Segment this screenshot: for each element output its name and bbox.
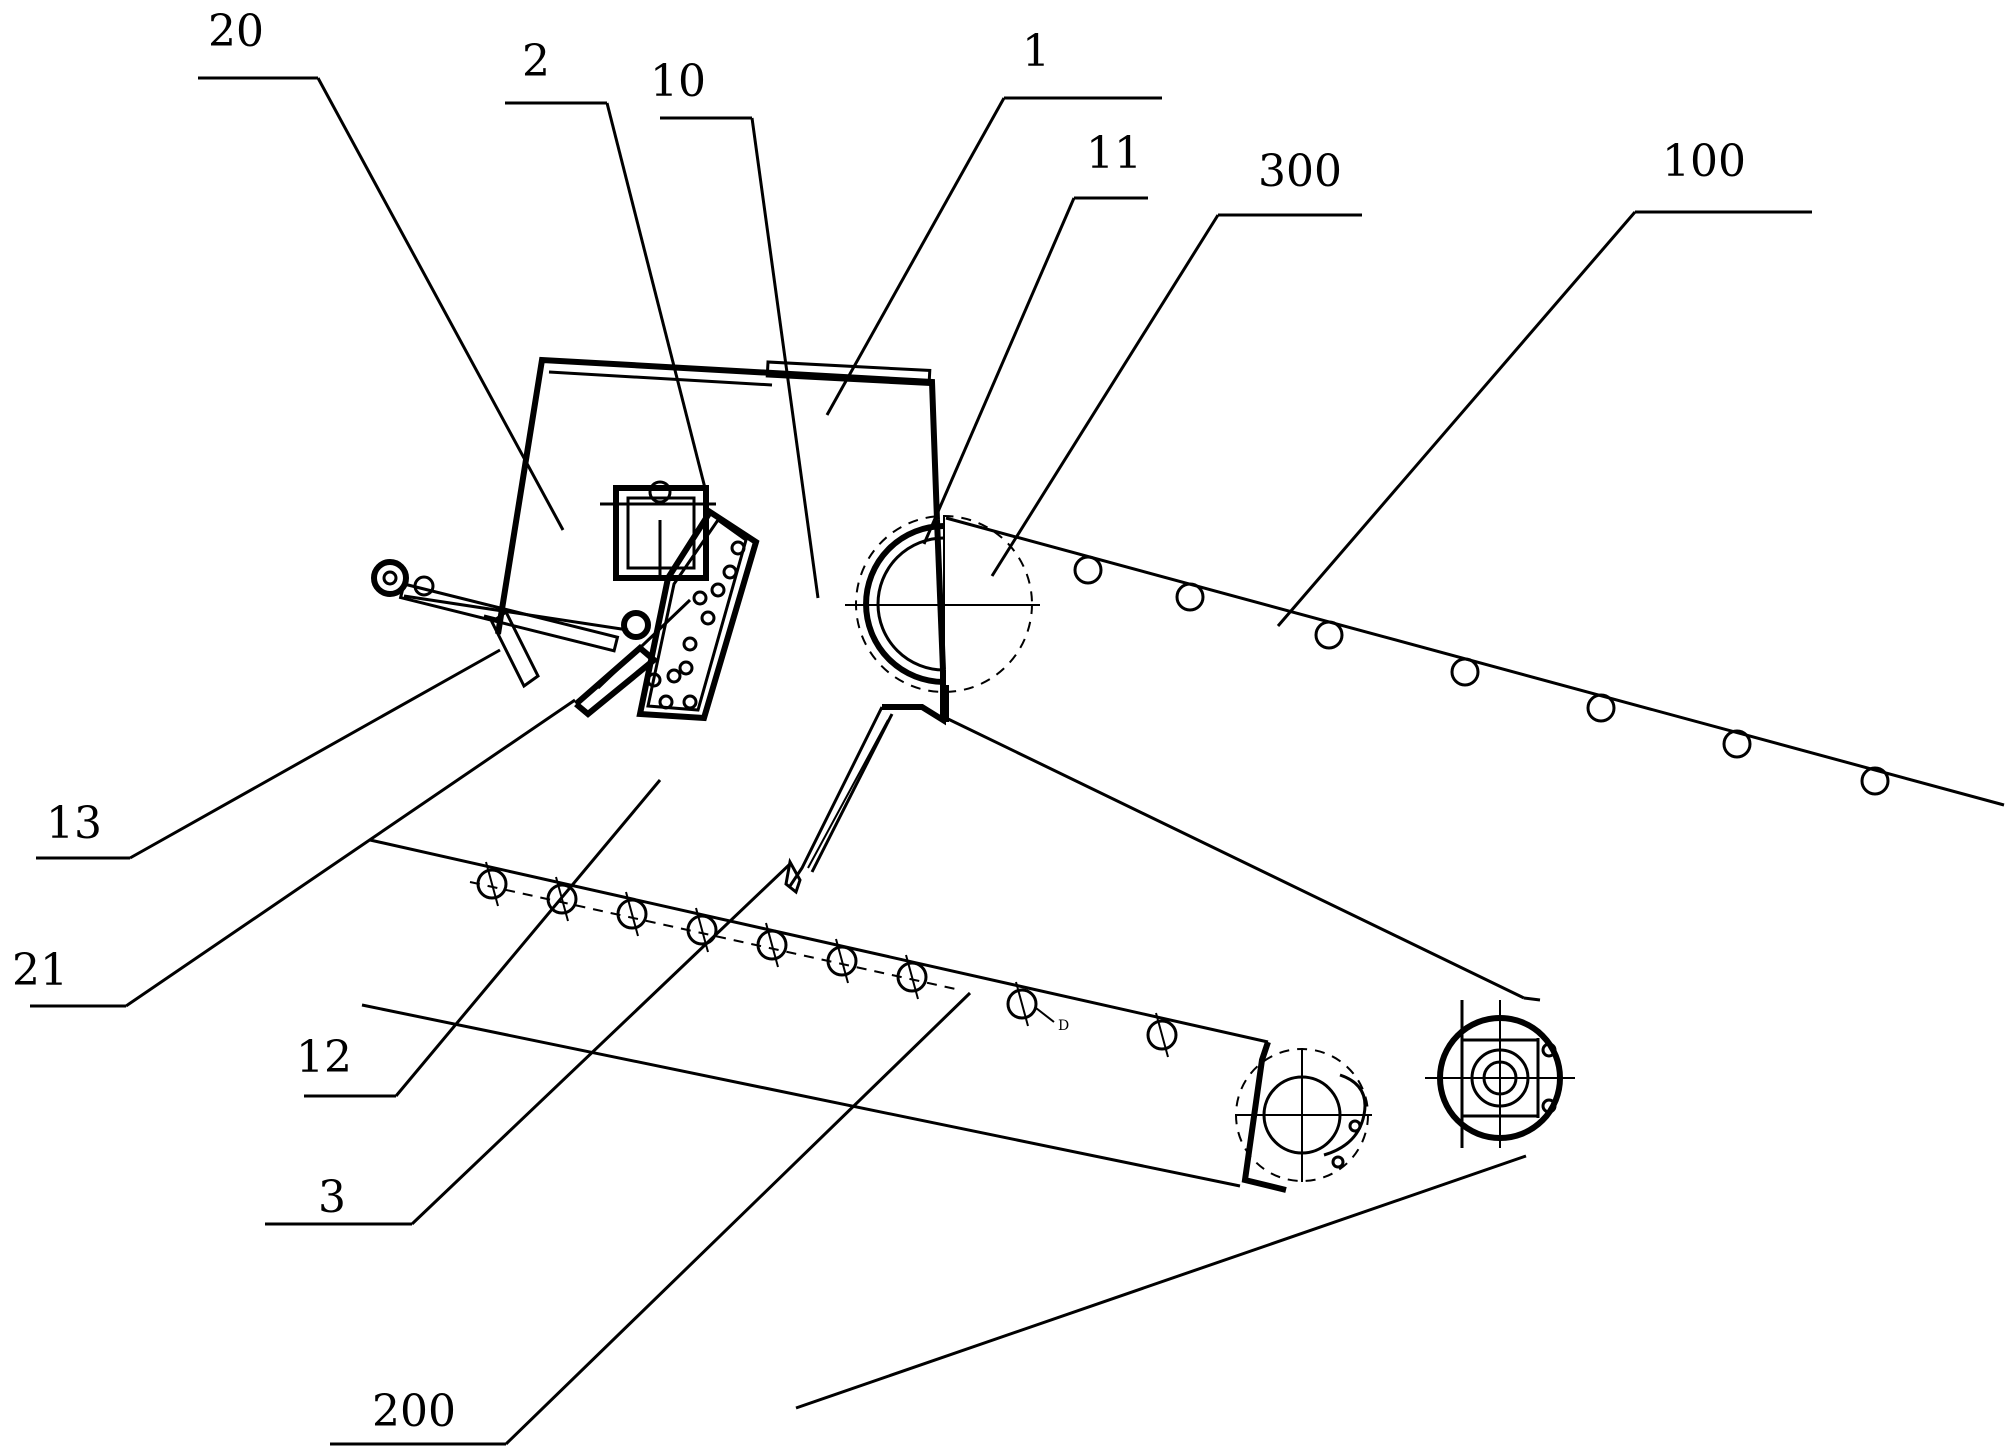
branch-conveyor-200: D [362, 840, 1268, 1186]
label-11: 11 [1086, 128, 1142, 179]
cylinder-13 [374, 562, 648, 686]
label-20: 20 [208, 6, 264, 57]
label-1: 1 [1022, 26, 1050, 77]
tail-pulley [796, 998, 1575, 1408]
label-200: 200 [372, 1386, 456, 1437]
label-100: 100 [1662, 136, 1746, 187]
label-3: 3 [318, 1172, 346, 1223]
callouts: 20 2 10 1 11 300 100 13 21 12 [12, 6, 1812, 1444]
label-12: 12 [296, 1032, 352, 1083]
chute-housing [498, 360, 946, 722]
label-2: 2 [522, 36, 550, 87]
label-13: 13 [46, 798, 102, 849]
label-300: 300 [1258, 146, 1342, 197]
annotation-d: D [1058, 1018, 1069, 1034]
deflector-3 [786, 707, 892, 892]
gate-mechanism [576, 482, 756, 718]
label-21: 21 [12, 945, 68, 996]
main-conveyor-100 [946, 518, 2004, 998]
label-10: 10 [650, 56, 706, 107]
branch-pulley [1235, 1042, 1372, 1190]
